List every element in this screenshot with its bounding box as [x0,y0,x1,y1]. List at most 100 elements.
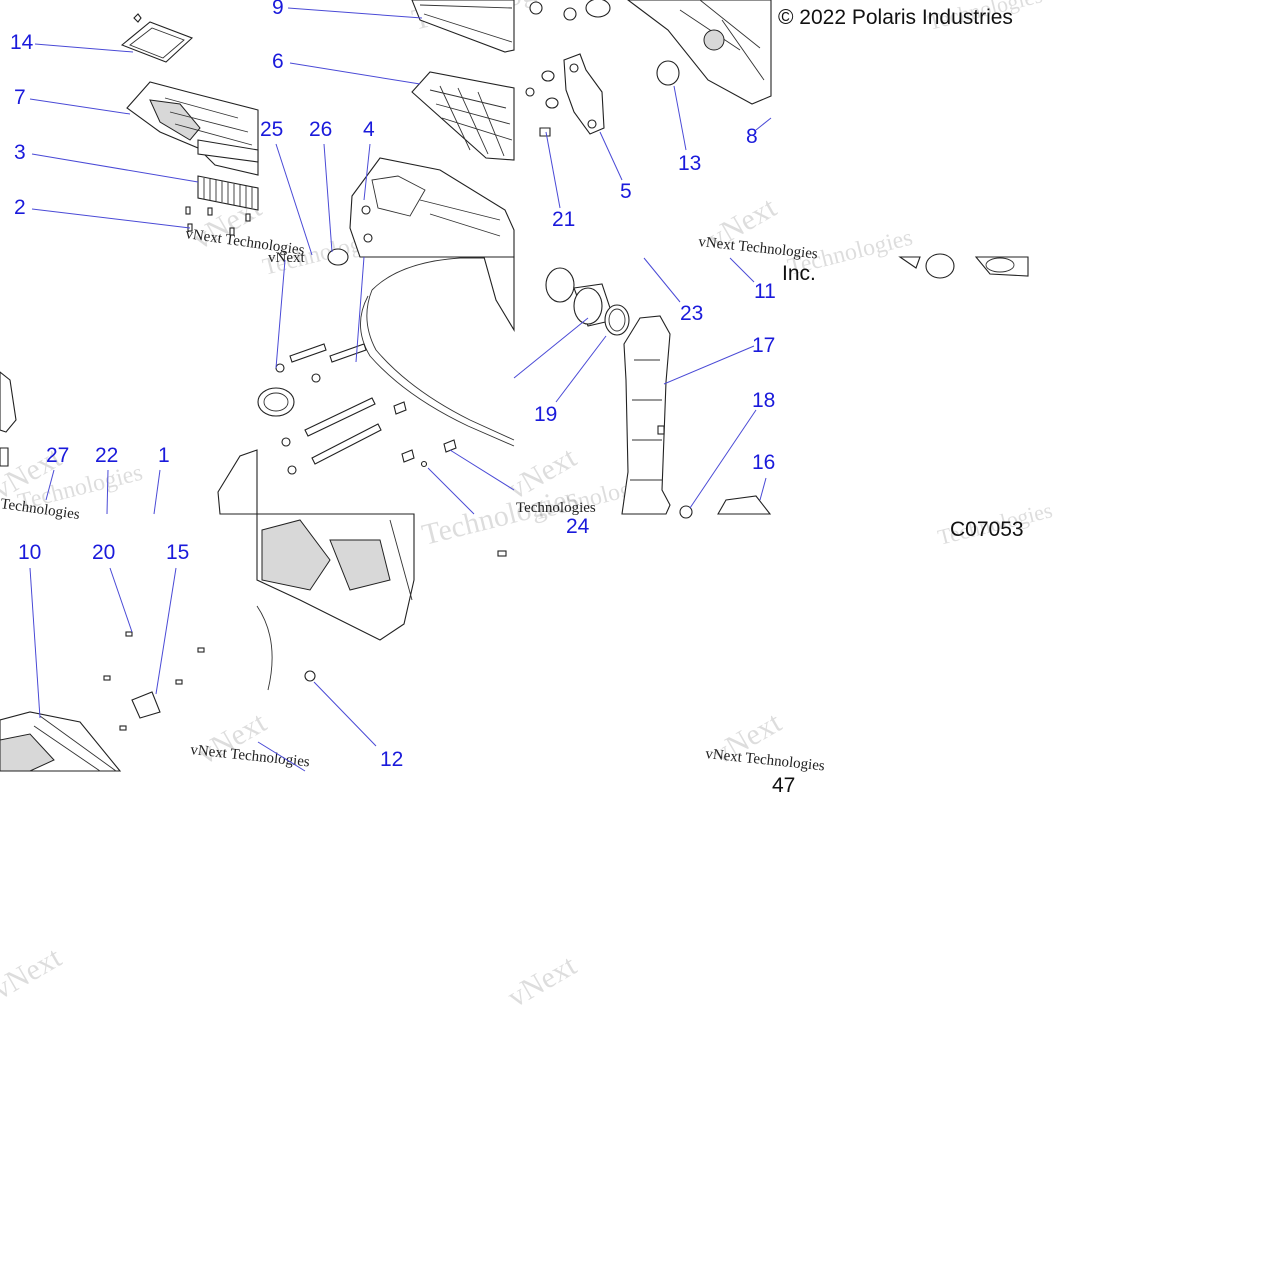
tile-mid-right: Technologies [516,267,772,519]
leader-line [29,567,41,719]
callout-12: 12 [380,748,403,771]
leader-line [729,257,755,283]
callout-7: 7 [14,86,26,109]
duct-part-17 [621,315,671,515]
callout-25: 25 [260,118,283,141]
duct-fragment [0,371,17,433]
callout-19: 19 [534,403,557,426]
leader-line [643,257,681,303]
leader-line [45,469,55,501]
leader-line [673,85,687,151]
callout-9: 9 [272,0,284,19]
watermark-signature: vNext [268,250,305,266]
callout-13: 13 [678,152,701,175]
belt-arc [256,605,273,691]
leader-line [663,345,755,385]
callout-16: 16 [752,451,775,474]
clamp-part-18 [679,505,693,519]
grommets [525,0,611,109]
cover-part-10 [0,711,122,772]
leader-line [599,131,623,181]
callout-5: 5 [620,180,632,203]
leader-line [31,208,191,229]
callout-26: 26 [309,118,332,141]
page-fragment: 47 [772,774,795,797]
boot-part-16 [717,495,772,515]
leader-line [355,256,365,363]
clamp-left [545,267,575,303]
callout-21: 21 [552,208,575,231]
screen-part-3 [197,175,259,211]
callout-3: 3 [14,141,26,164]
leader-line [34,43,134,53]
plate-part-14 [120,13,194,63]
copyright-text: © 2022 Polaris Industries [778,6,1013,29]
washers [275,363,428,475]
watermark-signature: vNext Technologies [698,234,819,262]
clutch-cover-fragment [217,449,258,515]
callout-10: 10 [18,541,41,564]
tile-bottom-center [256,513,507,691]
callout-layer: 14 7 3 2 9 6 25 26 4 21 5 13 8 11 23 17 19 18 16 24 27 22 1 10 2… [10,0,776,772]
leader-line [449,449,515,491]
callout-27: 27 [46,444,69,467]
bolt-part-21 [539,127,551,137]
belt [366,257,515,441]
tile-top-center: vNext [268,0,515,266]
callout-14: 14 [10,31,34,54]
screws-part-20 [103,631,205,731]
leader-line [109,567,133,633]
diagram-code: C07053 [950,518,1024,541]
cover-part-6 [411,71,515,161]
leader-line [545,131,561,209]
outer-clutch-cover [256,513,415,641]
leader-line [427,467,475,515]
callout-22: 22 [95,444,118,467]
plug-part-12 [304,670,316,682]
bracket-part-5 [563,53,605,135]
ring-part-13 [656,60,680,86]
callout-4: 4 [363,118,375,141]
leader-line [155,567,177,695]
long-bolts [289,343,382,465]
tile-bottom-left: vNext Technologies [0,631,311,772]
callout-2: 2 [14,196,26,219]
leader-line [323,143,333,253]
leader-line [759,477,767,501]
callout-11: 11 [754,280,776,303]
clutch-cover-part-4 [349,157,515,258]
plate-part-15 [131,691,161,719]
leader-line [287,7,423,19]
callout-15: 15 [166,541,189,564]
leader-line [257,741,306,772]
oring-part-26 [327,248,349,266]
callout-20: 20 [92,541,115,564]
duct-ring [257,387,295,417]
callout-8: 8 [746,125,758,148]
callout-1: 1 [158,444,170,467]
callout-24: 24 [566,515,590,538]
leader-line [313,681,377,747]
copyright-tail: Inc. [782,262,816,285]
callout-6: 6 [272,50,284,73]
leader-line [755,117,772,131]
callout-18: 18 [752,389,775,412]
tile-mid-center [257,256,515,475]
callout-17: 17 [752,334,775,357]
watermark-text: vNext [502,948,583,1014]
leader-line [689,409,757,509]
leader-line [289,62,421,85]
callout-23: 23 [680,302,703,325]
watermark-signature: Technologies [516,500,596,516]
watermark-text: vNext [0,940,68,1006]
leader-line [275,143,313,256]
leader-line [513,317,589,379]
tile-mid-far-right: Inc. [782,253,1029,285]
leader-line [555,335,607,403]
duct-part-7 [126,81,259,176]
leader-line [29,98,131,115]
leader-line [31,153,199,183]
leader-line [153,469,161,515]
leader-line [106,469,109,515]
